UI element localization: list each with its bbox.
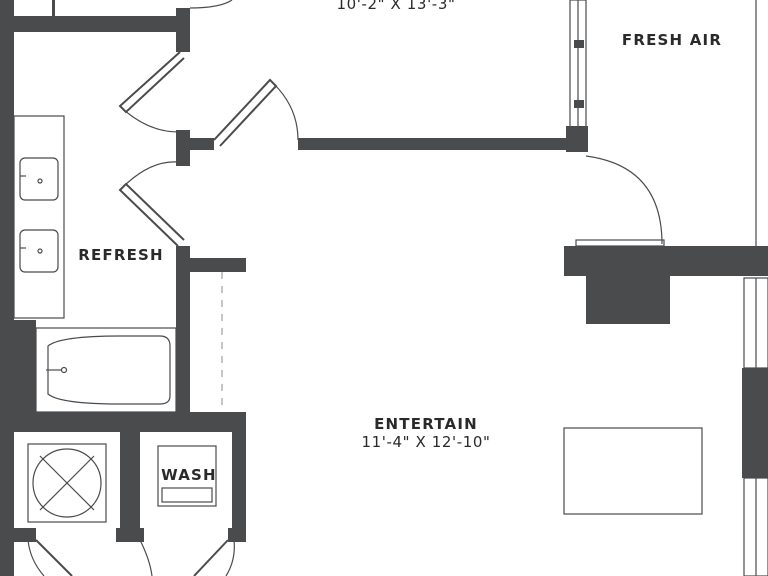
sink-upper-drain: [37, 178, 43, 184]
door-arc-bath-upper: [123, 109, 179, 133]
refresh-label: REFRESH: [78, 246, 164, 264]
washer-dryer: [157, 445, 217, 507]
wall-bath-lower: [176, 246, 190, 414]
hvac-fan: [32, 448, 102, 518]
wall-left-exterior: [0, 0, 14, 576]
kitchen-island: [563, 427, 703, 515]
wall-right-exterior: [742, 368, 768, 478]
wall-right-block: [564, 246, 768, 276]
counter-block: [586, 276, 670, 324]
bathtub-drain: [60, 366, 68, 374]
wall-closet-right: [232, 420, 246, 540]
wall-closet-right-stub: [228, 528, 246, 542]
sink-lower: [19, 229, 59, 273]
sink-upper: [19, 157, 59, 201]
door-leaf-bath-lower: [118, 182, 185, 247]
top-room-dimensions: 10'-2" X 13'-3": [337, 0, 456, 13]
door-arc-bedroom: [273, 83, 299, 141]
wall-top-left: [10, 16, 190, 32]
window-mullion-1: [574, 40, 584, 48]
door-leaf-bath-upper: [118, 51, 185, 114]
wall-top-stub: [52, 0, 55, 18]
door-arc-closet-right: [225, 539, 235, 576]
hvac-cross-2: [39, 455, 95, 511]
fixtures: [13, 115, 703, 523]
door-arc-fresh-air: [585, 155, 663, 245]
wall-entertain-stub: [176, 258, 246, 272]
entertain-label: ENTERTAIN: [374, 415, 478, 433]
wall-closet-left-stub: [10, 528, 36, 542]
washer-dryer-panel: [161, 487, 213, 503]
entertain-dimensions: 11'-4" X 12'-10": [361, 433, 490, 451]
labels: 10'-2" X 13'-3" FRESH AIR REFRESH WASH E…: [78, 0, 722, 484]
vanity-counter: [13, 115, 65, 319]
window-mullion-2: [574, 100, 584, 108]
wall-bath-upper: [176, 8, 190, 52]
wall-bath-mid-stub: [176, 138, 214, 150]
door-arc-closet-mid: [139, 539, 153, 576]
door-leaf-closet-right: [193, 539, 229, 576]
windows: [569, 0, 768, 576]
wall-bedroom-entertain: [298, 138, 580, 150]
fresh-air-label: FRESH AIR: [622, 31, 722, 49]
door-leaf-closet-left: [35, 539, 73, 576]
hvac-unit: [27, 443, 107, 523]
doors: [27, 0, 665, 576]
sink-lower-drain: [37, 248, 43, 254]
wall-closet-divider: [120, 420, 140, 540]
door-leaf-bedroom: [213, 78, 278, 147]
door-arc-closet-left: [27, 539, 45, 576]
bathtub-outer: [35, 327, 177, 413]
wall-closet-mid-stub: [116, 528, 144, 542]
door-arc-bath-lower: [121, 161, 179, 189]
wall-left-lower-block: [0, 320, 36, 432]
wall-corner-post: [566, 126, 588, 152]
door-leaf-fresh-air: [575, 239, 665, 247]
door-arc-top: [189, 0, 233, 9]
wash-label: WASH: [161, 466, 217, 484]
bathtub-basin: [47, 335, 171, 405]
